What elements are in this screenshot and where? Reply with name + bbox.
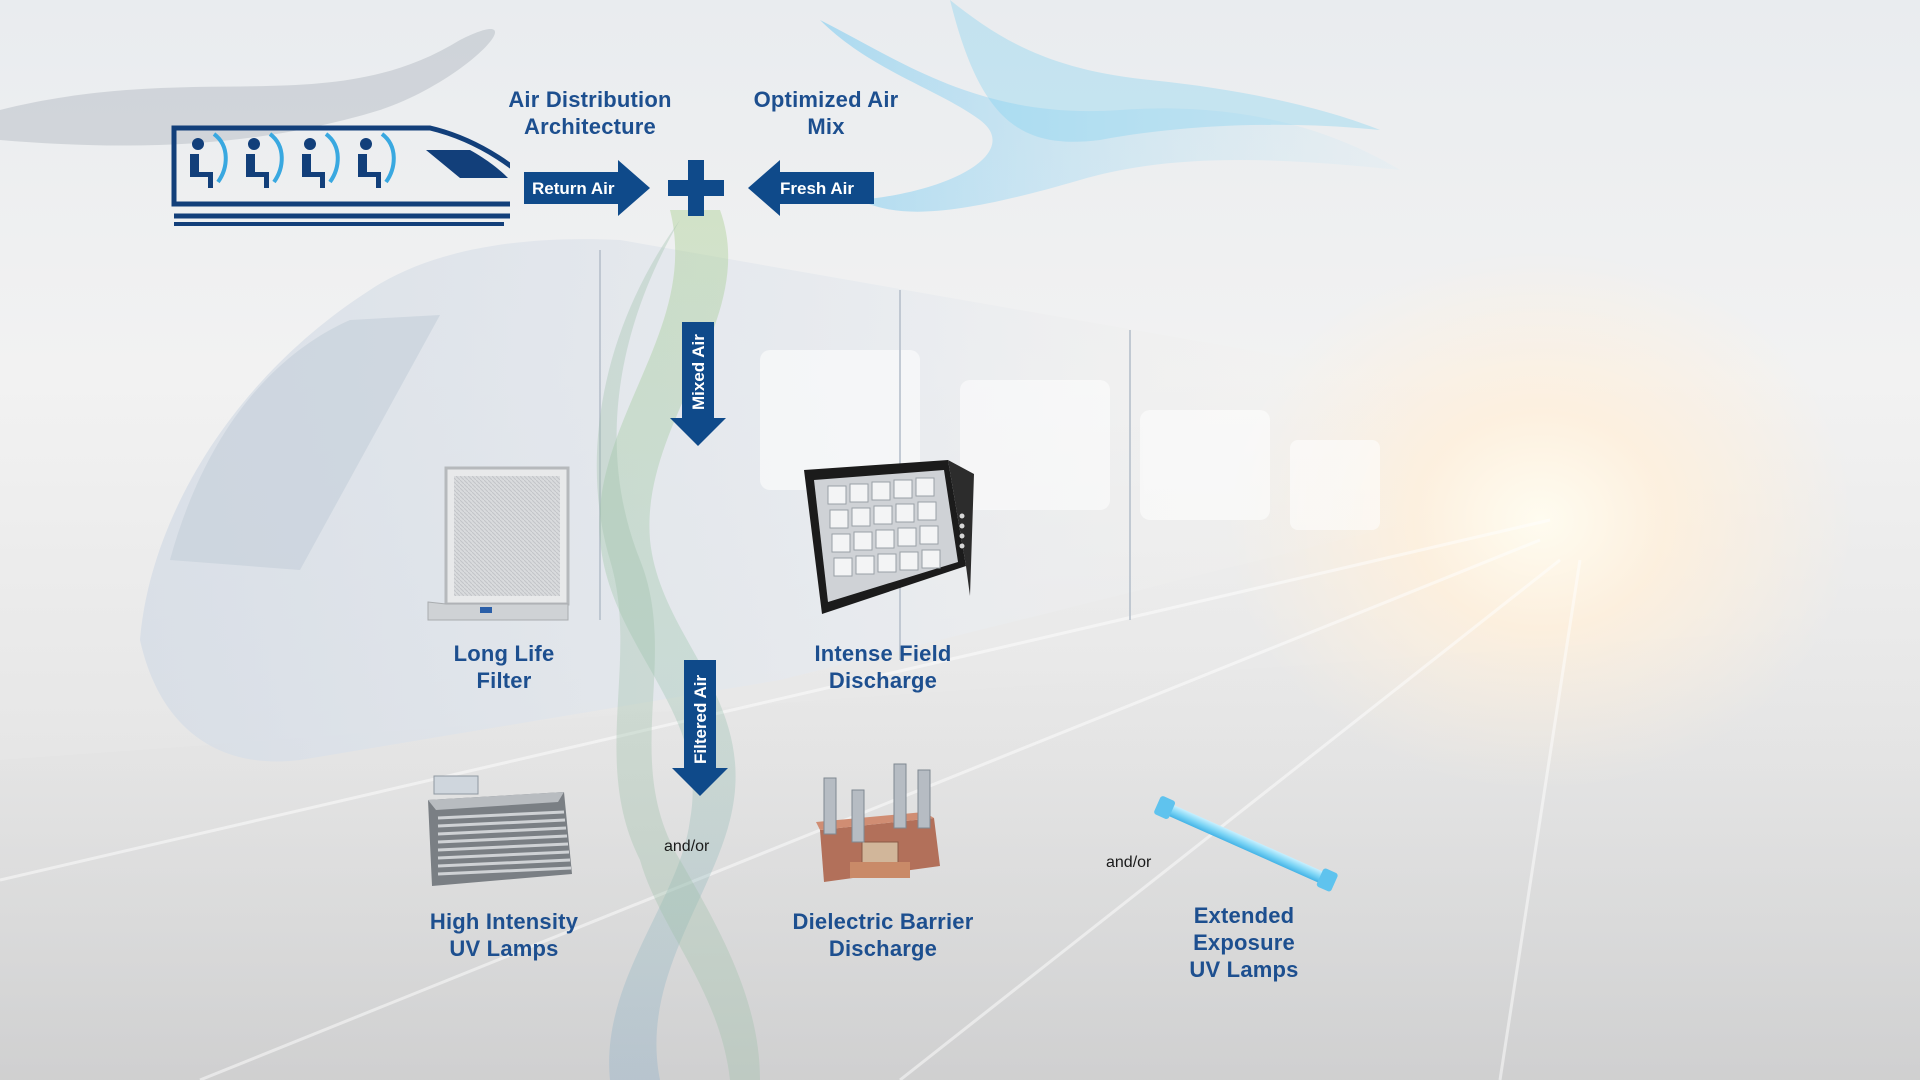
high-intensity-uv-lamps-label: High Intensity UV Lamps xyxy=(429,909,579,961)
dielectric-barrier-discharge-label: Dielectric Barrier Discharge xyxy=(792,909,974,961)
air-distribution-label: Air Distribution Architecture xyxy=(508,87,672,139)
dielectric-barrier-discharge-image xyxy=(816,763,940,882)
long-life-filter-label: Long Life Filter xyxy=(453,641,555,693)
mixed-air-arrow: Mixed Air xyxy=(670,322,726,446)
return-air-label: Return Air xyxy=(532,179,615,198)
high-intensity-uv-lamps-image xyxy=(428,775,572,886)
extended-exposure-uv-lamps-label: Extended Exposure UV Lamps xyxy=(1189,903,1299,982)
long-life-filter-image xyxy=(427,466,570,621)
filtered-air-arrow: Filtered Air xyxy=(672,660,728,796)
optimized-air-mix-label: Optimized Air Mix xyxy=(753,87,899,139)
intense-field-discharge-image xyxy=(804,460,974,614)
return-air-arrow: Return Air xyxy=(524,160,650,216)
and-or-text-1: and/or xyxy=(664,838,710,855)
mixed-air-label: Mixed Air xyxy=(689,334,708,410)
fresh-air-label: Fresh Air xyxy=(780,179,854,198)
extended-exposure-uv-lamp-image xyxy=(1154,796,1338,892)
intense-field-discharge-label: Intense Field Discharge xyxy=(814,641,952,693)
train-seats-icon xyxy=(171,125,510,226)
fresh-air-arrow: Fresh Air xyxy=(748,160,874,216)
plus-icon xyxy=(668,160,724,216)
and-or-text-2: and/or xyxy=(1106,854,1152,871)
filtered-air-label: Filtered Air xyxy=(691,675,710,764)
